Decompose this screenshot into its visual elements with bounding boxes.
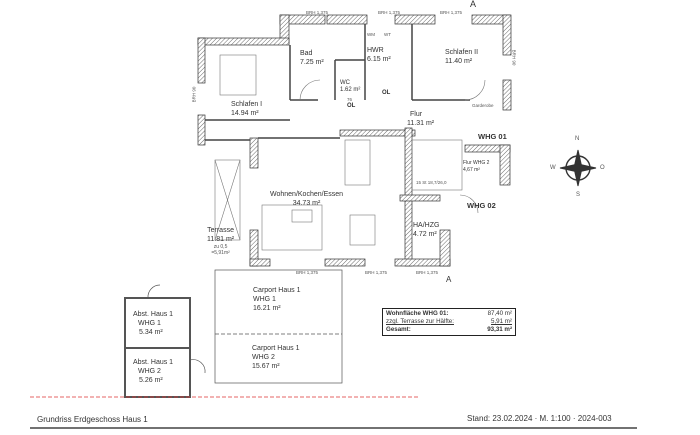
room-name: HWR — [367, 47, 384, 54]
terrasse-factor: zu 0,5 — [213, 244, 228, 250]
room-ha-hzg: HA/HZG 4.72 m² — [413, 221, 439, 239]
brh-label: BRH 1,375 — [306, 10, 329, 15]
ol-label: OL — [347, 103, 356, 109]
area-summary-box: Wohnfläche WHG 01: 87,40 m² zzgl. Terrass… — [382, 308, 516, 336]
room-area: 7.25 m² — [300, 59, 324, 66]
room-bad: Bad 7.25 m² — [300, 49, 324, 67]
terrasse-result: =5,91m² — [211, 250, 230, 256]
room-area: 6.15 m² — [367, 56, 391, 63]
abst-area: 5.34 m² — [139, 329, 163, 336]
compass-east: O — [600, 165, 605, 171]
wm-label: WM — [367, 32, 375, 37]
summary-value: 87,40 m² — [487, 310, 512, 317]
room-wohnen: Wohnen/Kochen/Essen 34.73 m² — [270, 190, 343, 208]
room-area: 11.31 m² — [407, 120, 435, 127]
room-area: 11.81 m² — [207, 236, 235, 243]
room-schlafen-1: Schlafen I 14.94 m² — [231, 100, 262, 118]
room-name: Flur WHG 2 — [463, 160, 490, 166]
room-flur: Flur 11.31 m² — [407, 110, 434, 128]
room-area: 34.73 m² — [292, 200, 321, 207]
garderobe-label: Garderobe — [472, 103, 494, 108]
carport-title: Carport Haus 1 — [252, 345, 300, 352]
abst-area: 5.26 m² — [139, 377, 163, 384]
carport-area: 15.67 m² — [252, 363, 280, 370]
summary-value: 5,91 m² — [491, 318, 512, 325]
brh-label: BRH 1,375 — [416, 270, 439, 275]
carport-title: Carport Haus 1 — [253, 287, 301, 294]
carport-whg1: Carport Haus 1 WHG 1 16.21 m² — [253, 286, 300, 313]
room-name: Bad — [300, 50, 313, 57]
ol-label-hwr: OL — [382, 90, 391, 96]
abst-unit: WHG 1 — [138, 320, 161, 327]
plan-stamp: Stand: 23.02.2024 · M. 1:100 · 2024-003 — [467, 414, 612, 423]
compass — [559, 149, 597, 187]
summary-row-gesamt: Gesamt: 93,31 m² — [386, 326, 512, 334]
carport-whg2: Carport Haus 1 WHG 2 15.67 m² — [252, 344, 299, 371]
room-name: HA/HZG — [413, 222, 440, 229]
exterior-walls — [197, 14, 512, 267]
summary-row-wohnflaeche: Wohnfläche WHG 01: 87,40 m² — [386, 310, 512, 318]
furniture — [214, 54, 486, 251]
room-area: 4.72 m² — [413, 231, 437, 238]
brh-side-label: BRH 90 — [191, 86, 197, 103]
room-name: WC — [340, 80, 350, 86]
abstellraum-whg2: Abst. Haus 1 WHG 2 5.26 m² — [133, 358, 173, 385]
brh-label: BRH 1,375 — [440, 10, 463, 15]
room-area: 11.40 m² — [445, 58, 473, 65]
carport-unit: WHG 1 — [253, 296, 276, 303]
summary-label: Gesamt: — [386, 326, 411, 333]
section-marker-top: A — [470, 0, 477, 9]
room-name: Schlafen I — [231, 101, 263, 108]
compass-north: N — [575, 136, 580, 142]
whg-01-label: WHG 01 — [478, 132, 507, 141]
room-area: 4,67 m² — [463, 167, 480, 173]
room-hwr: HWR 6.15 m² — [367, 46, 391, 64]
brh-side-label: BRH 90 — [511, 49, 517, 66]
door-width-label: 76 — [347, 97, 353, 102]
summary-value: 93,31 m² — [487, 326, 512, 333]
compass-south: S — [576, 192, 581, 198]
brh-label: BRH 1,375 — [378, 10, 401, 15]
abst-title: Abst. Haus 1 — [133, 311, 174, 318]
whg-02-label: WHG 02 — [467, 201, 496, 210]
carport-unit: WHG 2 — [252, 354, 275, 361]
abstellraum-whg1: Abst. Haus 1 WHG 1 5.34 m² — [133, 310, 173, 337]
room-name: Flur — [410, 111, 423, 118]
summary-row-terrasse: zzgl. Terrasse zur Hälfte: 5,91 m² — [386, 318, 512, 326]
plan-title: Grundriss Erdgeschoss Haus 1 — [37, 415, 148, 424]
stair-label: 15 St 18,7/26,0 — [416, 180, 447, 185]
room-name: Terrasse — [207, 227, 234, 234]
compass-west: W — [550, 165, 556, 171]
interior-walls — [205, 24, 470, 141]
room-name: Wohnen/Kochen/Essen — [270, 191, 344, 198]
room-area: 1.62 m² — [340, 87, 361, 93]
abst-unit: WHG 2 — [138, 368, 161, 375]
carport-area: 16.21 m² — [253, 305, 281, 312]
summary-label: Wohnfläche WHG 01: — [386, 310, 449, 317]
brh-label: BRH 1,375 — [296, 270, 319, 275]
wt-label: WT — [384, 32, 391, 37]
room-area: 14.94 m² — [231, 110, 259, 117]
section-marker-bottom: A — [446, 275, 452, 284]
room-schlafen-2: Schlafen II 11.40 m² — [445, 48, 478, 66]
brh-label: BRH 1,375 — [365, 270, 388, 275]
summary-label: zzgl. Terrasse zur Hälfte: — [386, 318, 454, 325]
room-name: Schlafen II — [445, 49, 479, 56]
abst-title: Abst. Haus 1 — [133, 359, 174, 366]
